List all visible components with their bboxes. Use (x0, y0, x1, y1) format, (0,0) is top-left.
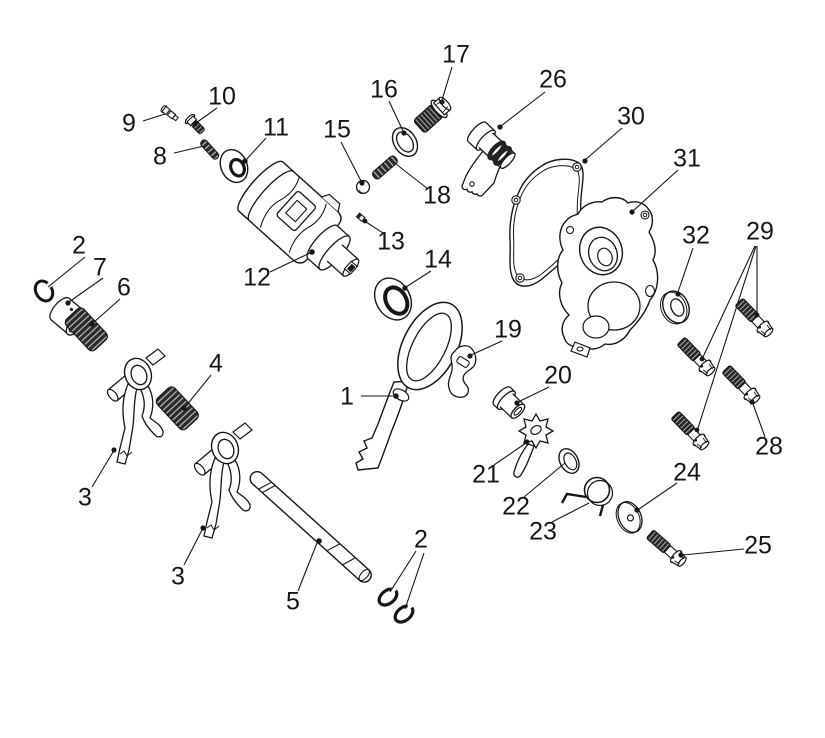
part-collar-bushing (492, 386, 526, 419)
part-crankcase-cover (556, 196, 659, 358)
part-stopper-plate (447, 345, 477, 398)
callout-10: 10 (208, 83, 236, 111)
callout-2-bottom: 2 (414, 526, 428, 554)
callout-8: 8 (153, 143, 167, 171)
part-washer-22 (558, 448, 580, 474)
part-seal-washer (391, 126, 419, 158)
callout-23: 23 (529, 518, 557, 546)
callout-30: 30 (617, 103, 645, 131)
leader-lines (47, 66, 766, 610)
callout-21: 21 (472, 461, 500, 489)
part-bolt-28 (720, 363, 764, 407)
callout-17: 17 (442, 41, 470, 69)
part-bolt-29a (733, 296, 777, 340)
part-shift-fork-left (104, 348, 166, 465)
callout-4: 4 (209, 350, 223, 378)
part-plain-washer (615, 501, 643, 534)
callout-20: 20 (544, 362, 572, 390)
callout-25: 25 (744, 532, 772, 560)
callout-12: 12 (243, 264, 271, 292)
callout-18: 18 (423, 182, 451, 210)
part-circlip-top (33, 279, 55, 303)
callout-6: 6 (117, 274, 131, 302)
part-shift-drum (237, 160, 360, 277)
part-shift-fork-right (191, 422, 253, 539)
callout-7: 7 (93, 254, 107, 282)
callout-32: 32 (682, 222, 710, 250)
callout-labels: 9 10 8 11 15 16 17 18 13 26 30 31 32 29 … (72, 41, 783, 616)
callout-28: 28 (755, 433, 783, 461)
part-plunger-spring (371, 155, 398, 180)
part-bearing-ring (373, 277, 413, 321)
callout-3-left: 3 (78, 484, 92, 512)
part-washer-11 (219, 148, 249, 184)
callout-19: 19 (494, 316, 522, 344)
part-set-screw (160, 105, 179, 122)
part-shift-spindle (461, 121, 516, 197)
part-seal-ring (659, 290, 690, 325)
part-fork-spring-4 (155, 386, 199, 431)
callout-29: 29 (746, 218, 774, 246)
callout-22: 22 (502, 493, 530, 521)
callout-5: 5 (286, 588, 300, 616)
part-bolt-25 (644, 527, 690, 570)
part-return-spring (560, 476, 614, 517)
callout-24: 24 (673, 459, 701, 487)
part-detent-spring (200, 139, 220, 160)
callout-14: 14 (424, 246, 452, 274)
callout-13: 13 (377, 228, 405, 256)
callout-15: 15 (323, 116, 351, 144)
callout-9: 9 (122, 110, 136, 138)
part-shift-cam-star (513, 412, 555, 478)
part-circlip-bottom-a (377, 587, 399, 607)
part-bolt-29b (675, 335, 719, 379)
callout-1: 1 (340, 383, 354, 411)
callout-26: 26 (539, 66, 567, 94)
part-circlip-bottom-b (393, 604, 415, 624)
part-gear-shift-arm (355, 301, 463, 471)
part-threaded-plug (413, 96, 452, 133)
callout-16: 16 (370, 76, 398, 104)
callout-31: 31 (673, 145, 701, 173)
callout-3-lower: 3 (171, 563, 185, 591)
callout-2-top: 2 (72, 232, 86, 260)
part-fork-shaft (249, 470, 372, 583)
callout-11: 11 (263, 114, 289, 142)
part-bolt-29c (669, 409, 713, 453)
